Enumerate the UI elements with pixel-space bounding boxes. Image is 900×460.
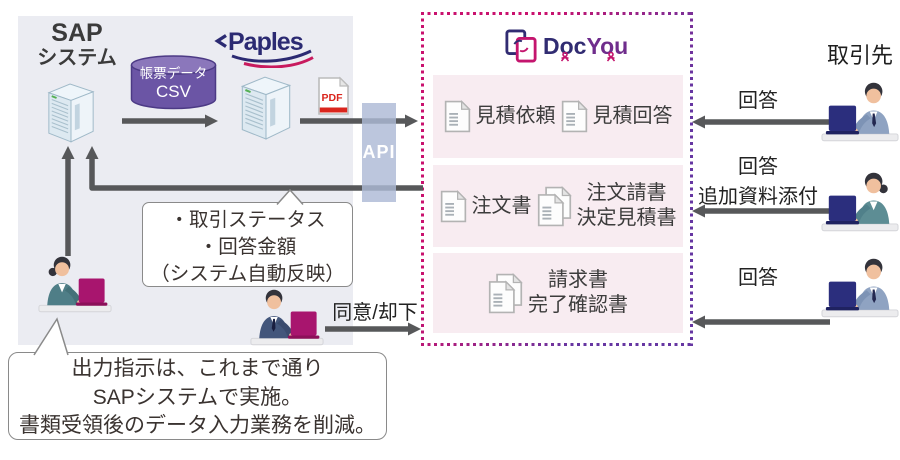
paples-server-icon (241, 76, 291, 140)
sap-system-title: SAP システム (22, 20, 132, 70)
pdf-file-icon: PDF (318, 76, 350, 115)
doc-label-line: 決定見積書 (576, 207, 677, 229)
docyou-text-you: You (586, 32, 629, 59)
flow3-label: 回答 (738, 267, 778, 289)
flow2-label-line2: 追加資料添付 (698, 186, 818, 208)
paples-logo-text: Paples (228, 28, 303, 56)
docyou-row-order: 注文書 注文請書 決定見積書 (433, 165, 683, 247)
partner-title: 取引先 (826, 43, 893, 68)
flow1-label: 回答 (738, 90, 778, 112)
docyou-person-glyph-1 (561, 52, 569, 62)
csv-label-line2: CSV (156, 82, 191, 101)
documents-stack-icon (488, 273, 523, 313)
sap-title-line2: システム (37, 47, 117, 69)
doc-label-line: 注文請書 (586, 182, 667, 204)
document-icon (561, 100, 587, 133)
pdf-label: PDF (322, 92, 344, 104)
flow2-label-line1: 回答 (738, 156, 778, 178)
csv-database-icon (130, 55, 217, 110)
output-note-line1: 出力指示は、これまで通り (71, 357, 324, 380)
docyou-row-invoice: 請求書 完了確認書 (433, 253, 683, 333)
csv-database-label: 帳票データ CSV (130, 66, 217, 101)
status-callout: ・取引ステータス ・回答金額 （システム自動反映） (142, 202, 353, 287)
docyou-text-doc: Doc (543, 32, 587, 59)
doc-label-line: 請求書 (548, 269, 608, 291)
status-callout-line1: ・取引ステータス (169, 209, 326, 231)
approver-person-icon (250, 289, 324, 346)
document-icon (444, 100, 470, 133)
csv-label-line1: 帳票データ (139, 66, 208, 81)
sap-title-line1: SAP (51, 19, 103, 47)
partner-person-2-icon (821, 172, 899, 232)
doc-label-quote-request: 見積依頼 (475, 105, 556, 127)
doc-label-invoice: 請求書 完了確認書 (528, 268, 628, 318)
paples-logo: Paples (214, 28, 314, 68)
sap-server-icon (47, 83, 95, 143)
docyou-logo-text: DocYou (543, 32, 629, 59)
sap-operator-person-icon (38, 256, 112, 313)
doc-label-order-confirmation: 注文請書 決定見積書 (577, 181, 677, 231)
agree-reject-label: 同意/却下 (332, 302, 418, 324)
documents-stack-icon (537, 186, 571, 226)
document-icon (440, 190, 466, 222)
docyou-person-glyph-2 (607, 52, 615, 62)
partner-person-1-icon (821, 82, 899, 142)
docyou-logo: DocYou (505, 26, 675, 66)
api-bar: API (362, 103, 396, 202)
api-label: API (362, 142, 396, 162)
output-note-callout: 出力指示は、これまで通り SAPシステムで実施。 書類受領後のデータ入力業務を削… (8, 352, 387, 440)
status-callout-line3: （システム自動反映） (150, 263, 345, 285)
status-callout-line2: ・回答金額 (198, 236, 297, 258)
docyou-row-quote: 見積依頼 見積回答 (433, 75, 683, 158)
docyou-doc-exchange-icon (505, 29, 537, 63)
paples-chevron-icon (214, 34, 227, 48)
doc-label-quote-reply: 見積回答 (592, 105, 673, 127)
output-note-line2: SAPシステムで実施。 (92, 385, 303, 409)
output-note-line3: 書類受領後のデータ入力業務を削減。 (19, 414, 376, 437)
doc-label-order: 注文書 (471, 194, 532, 217)
doc-label-line: 完了確認書 (528, 294, 628, 316)
partner-person-3-icon (821, 258, 899, 318)
